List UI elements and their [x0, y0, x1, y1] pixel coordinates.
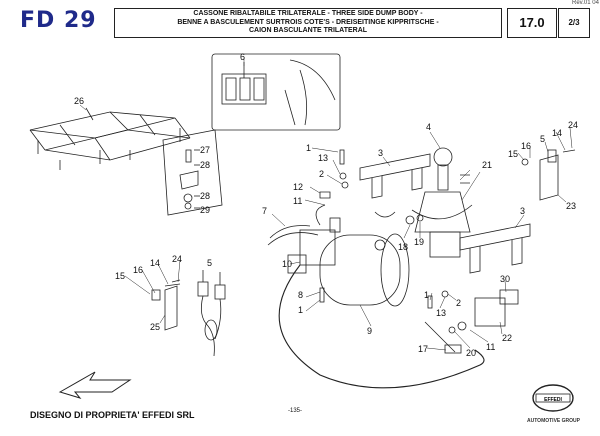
callout: 8 — [298, 290, 303, 300]
page-number-box: 17.0 — [507, 8, 557, 38]
page-index: -135- — [288, 408, 303, 414]
sheet-box: 2/3 — [558, 8, 590, 38]
brand-subtitle: AUTOMOTIVE GROUP — [527, 418, 580, 424]
callout: 13 — [436, 308, 446, 318]
callout: 2 — [319, 169, 324, 179]
subframe-drawing — [29, 107, 191, 170]
callout: 14 — [552, 128, 562, 138]
callout: 17 — [418, 344, 428, 354]
callout: 2 — [456, 298, 461, 308]
callout: 13 — [318, 153, 328, 163]
toggle-switches — [197, 270, 226, 357]
callout: 14 — [150, 258, 160, 268]
callout: 15 — [508, 149, 518, 159]
valve-block — [448, 289, 519, 334]
title-line-2: BENNE A BASCULEMENT SURTROIS COTE'S - DR… — [177, 18, 439, 26]
hydraulic-unit — [267, 204, 410, 307]
effedi-logo — [532, 384, 574, 412]
callout: 5 — [540, 134, 545, 144]
bracket-left — [359, 153, 431, 199]
logo-text: EFFEDI — [544, 397, 562, 403]
callout: 20 — [466, 348, 476, 358]
callout: 9 — [367, 326, 372, 336]
callout: 3 — [378, 148, 383, 158]
callout: 28 — [200, 191, 210, 201]
callout: 7 — [262, 206, 267, 216]
callout: 21 — [482, 160, 492, 170]
callout: 26 — [74, 96, 84, 106]
callout: 23 — [566, 201, 576, 211]
callout: 5 — [207, 258, 212, 268]
callout: 15 — [115, 271, 125, 281]
bracket-right — [459, 223, 531, 274]
callout: 1 — [298, 305, 303, 315]
callout: 16 — [133, 265, 143, 275]
callout: 27 — [200, 145, 210, 155]
callout: 3 — [520, 206, 525, 216]
title-line-3: CAION BASCULANTE TRILATERAL — [248, 27, 368, 34]
callout: 16 — [521, 141, 531, 151]
callout: 11 — [486, 342, 495, 352]
callout: 1 — [306, 143, 311, 153]
callout: 10 — [282, 259, 292, 269]
callout: 24 — [568, 120, 578, 130]
callout: 19 — [414, 237, 424, 247]
callout: 18 — [398, 242, 408, 252]
callout: 12 — [293, 182, 303, 192]
callout: 22 — [502, 333, 512, 343]
front-arrow-icon — [58, 371, 132, 399]
ownership-notice: DISEGNO DI PROPRIETA' EFFEDI SRL — [30, 410, 195, 420]
fasteners — [319, 149, 449, 309]
callout: 24 — [172, 254, 182, 264]
lift-cylinder — [411, 147, 473, 258]
callout-labels: 26 6 27 28 28 29 4 3 1 13 2 21 12 11 7 1… — [74, 52, 578, 358]
revision-label: Rev.01 04 — [572, 0, 599, 6]
callout: 1 — [424, 290, 429, 300]
callout: 28 — [200, 160, 210, 170]
callout: 30 — [500, 274, 510, 284]
callout: 4 — [426, 122, 431, 132]
title-line-1: CASSONE RIBALTABILE TRILATERALE - THREE … — [193, 10, 423, 17]
callout: 25 — [150, 322, 160, 332]
title-box: CASSONE RIBALTABILE TRILATERALE - THREE … — [114, 8, 502, 38]
callout: 29 — [200, 205, 210, 215]
switch-panel-inset — [211, 53, 341, 131]
catalog-code: FD 29 — [20, 8, 97, 33]
leader-lines — [79, 58, 573, 351]
side-bracket-left — [151, 279, 181, 331]
hinge-inset — [162, 129, 223, 216]
callout: 6 — [240, 52, 245, 62]
callout: 11 — [293, 196, 302, 206]
hydraulic-hose — [278, 264, 485, 389]
